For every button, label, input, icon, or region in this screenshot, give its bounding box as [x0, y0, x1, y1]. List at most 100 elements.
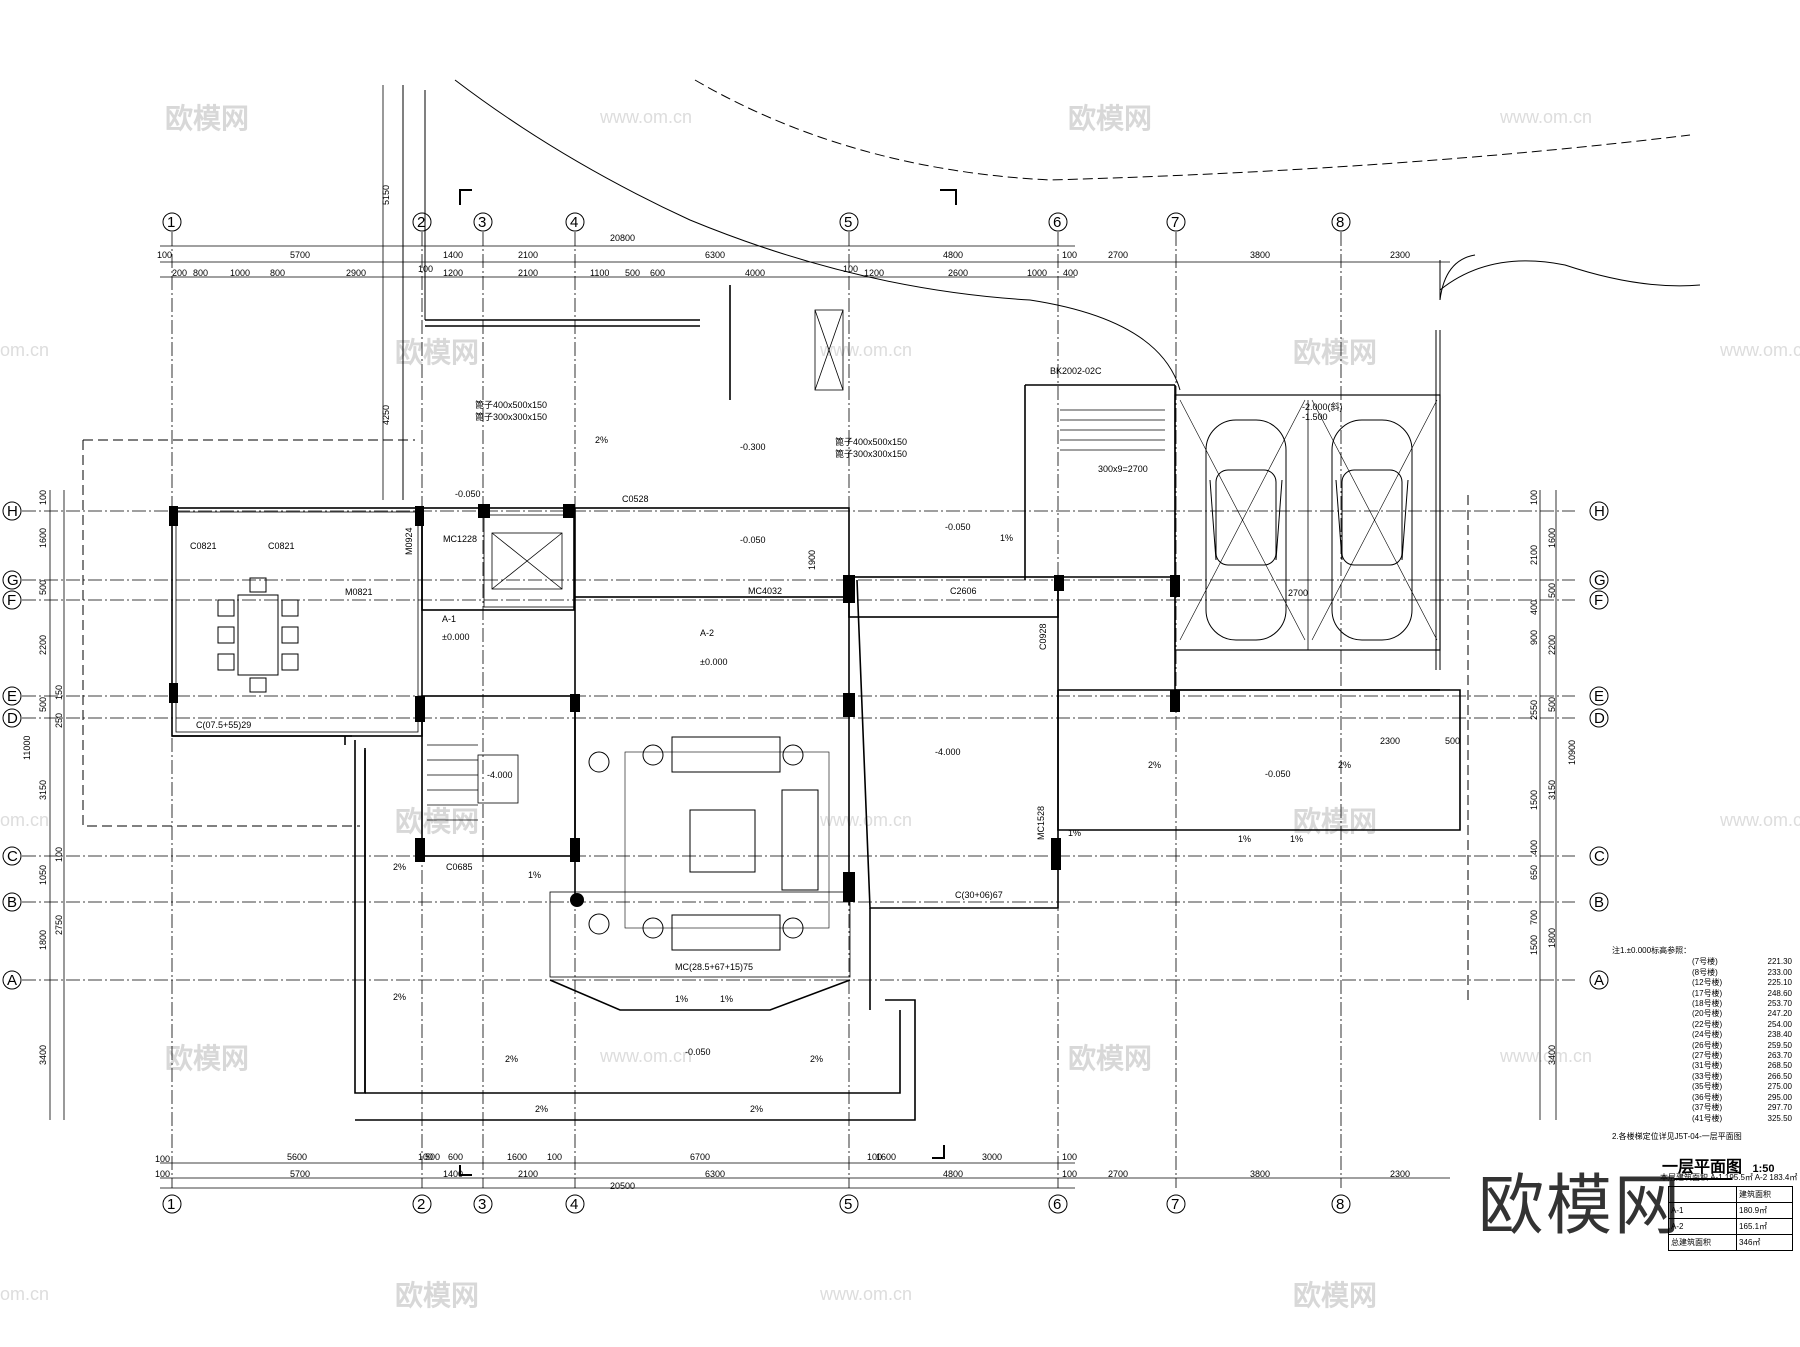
elevation-row: (7号楼)221.30: [1692, 957, 1792, 967]
elevation-row: (36号楼)295.00: [1692, 1093, 1792, 1103]
svg-text:3400: 3400: [1547, 1045, 1557, 1065]
watermark-text: 欧模网: [165, 1042, 249, 1075]
building-number: (18号楼): [1692, 999, 1723, 1009]
svg-text:1100: 1100: [590, 268, 609, 278]
building-number: (33号楼): [1692, 1071, 1723, 1081]
svg-text:D: D: [1594, 710, 1605, 727]
svg-text:7: 7: [1171, 214, 1179, 231]
svg-text:E: E: [1594, 688, 1604, 705]
building-number: (22号楼): [1692, 1019, 1723, 1029]
window-label: C0528: [622, 494, 649, 504]
area-table-header: 本层建筑面积 A-1 195.5㎡ A-2 183.4㎡: [1660, 1173, 1798, 1182]
elevation-note-header: 注1.±0.000标高参照：: [1612, 946, 1692, 955]
svg-text:1400: 1400: [443, 1169, 463, 1179]
dimension-texts-top: 20800 100 5700 1400 2100 6300 4800 100 2…: [157, 233, 1410, 278]
slope-label: 2%: [393, 862, 406, 872]
slope-label: 1%: [528, 870, 541, 880]
slope-label: 1%: [1068, 828, 1081, 838]
elevation-row: (22号楼)254.00: [1692, 1020, 1792, 1030]
dimension-label: 500: [1445, 736, 1460, 746]
svg-text:7: 7: [1171, 1196, 1179, 1213]
svg-text:800: 800: [193, 268, 208, 278]
svg-text:400: 400: [1529, 840, 1539, 855]
svg-text:3150: 3150: [1547, 780, 1557, 800]
door-label: MC1228: [443, 534, 477, 544]
grate-label: 篦子400x500x150: [835, 436, 907, 447]
elevation-row: (35号楼)275.00: [1692, 1082, 1792, 1092]
axis-bubbles-bottom: [162, 1194, 1351, 1214]
elevation-row: (18号楼)253.70: [1692, 999, 1792, 1009]
svg-text:100: 100: [1062, 1152, 1077, 1162]
svg-text:1000: 1000: [230, 268, 250, 278]
watermark-text: 欧模网: [165, 102, 249, 135]
svg-text:20500: 20500: [610, 1181, 635, 1191]
axis-labels-top: 1 2 3 4 5 6 7 8: [167, 214, 1344, 231]
svg-text:4800: 4800: [943, 250, 963, 260]
walls: [171, 285, 1461, 1121]
watermark-url: www.om.cn: [1719, 810, 1800, 830]
svg-text:100: 100: [38, 490, 48, 505]
svg-text:5600: 5600: [287, 1152, 307, 1162]
grate-label: 篦子400x500x150: [475, 399, 547, 410]
svg-text:1200: 1200: [443, 268, 463, 278]
annotations: A-1 ±0.000 A-2 ±0.000 -0.300 -0.050 -0.0…: [190, 366, 1460, 1114]
elevation-row: (17号楼)248.60: [1692, 989, 1792, 999]
svg-text:100: 100: [418, 264, 433, 274]
elevator-stairs: [427, 309, 1165, 821]
svg-text:20800: 20800: [610, 233, 635, 243]
elevation-row: (33号楼) 266.50: [1692, 1072, 1792, 1082]
svg-text:2900: 2900: [346, 268, 366, 278]
structural-columns: [169, 504, 1180, 907]
svg-text:3: 3: [478, 1196, 486, 1213]
axis-labels-bottom: 1 2 3 4 5 6 7 8: [167, 1196, 1344, 1213]
building-elevation: 225.10: [1767, 978, 1792, 988]
level-label: -0.050: [455, 489, 481, 499]
svg-text:900: 900: [1529, 630, 1539, 645]
svg-text:100: 100: [155, 1154, 170, 1164]
svg-text:100: 100: [547, 1152, 562, 1162]
level-a2: ±0.000: [700, 657, 727, 667]
building-elevation: 325.50: [1767, 1113, 1792, 1123]
dimension-label: 2300: [1380, 736, 1400, 746]
slope-label: 2%: [810, 1054, 823, 1064]
svg-text:1200: 1200: [864, 268, 884, 278]
building-elevation: 275.00: [1767, 1082, 1792, 1092]
svg-text:G: G: [7, 572, 19, 589]
axis-bubbles-top: [162, 212, 1351, 232]
axis-bubbles-left: [2, 501, 22, 990]
area-cell: A-1: [1667, 1202, 1738, 1219]
svg-text:4: 4: [570, 1196, 578, 1213]
watermark-url: www.om.cn: [1499, 1046, 1592, 1066]
building-elevation: 295.00: [1767, 1092, 1792, 1102]
svg-text:800: 800: [270, 268, 285, 278]
svg-text:3150: 3150: [38, 780, 48, 800]
watermark-text: 欧模网: [395, 1279, 479, 1312]
elevation-note: 注1.±0.000标高参照： (7号楼)221.30(8号楼)233.00(12…: [1612, 946, 1792, 1142]
watermark-text: 欧模网: [395, 336, 479, 369]
svg-text:500: 500: [1547, 583, 1557, 598]
svg-text:100: 100: [867, 1152, 882, 1162]
svg-text:2600: 2600: [948, 268, 968, 278]
brand-logo: 欧模网: [1478, 1167, 1682, 1244]
building-elevation: 247.20: [1767, 1009, 1792, 1019]
svg-text:1400: 1400: [443, 250, 463, 260]
elevation-rows: (7号楼)221.30(8号楼)233.00(12号楼)225.10(17号楼)…: [1612, 957, 1792, 1124]
building-elevation: 266.50: [1767, 1071, 1792, 1081]
axis-labels-left: H G F E D C B A: [7, 503, 19, 989]
svg-text:100: 100: [418, 1152, 433, 1162]
svg-text:F: F: [1594, 592, 1603, 609]
svg-text:5: 5: [844, 1196, 852, 1213]
svg-text:B: B: [7, 894, 17, 911]
svg-text:1600: 1600: [876, 1152, 896, 1162]
svg-text:500: 500: [38, 697, 48, 712]
slope-label: 2%: [595, 435, 608, 445]
section-markers: [459, 189, 957, 1176]
svg-text:1: 1: [167, 214, 175, 231]
svg-text:200: 200: [172, 268, 187, 278]
dimension-texts-left: 100 1600 500 2200 150 500 250 11000 3150…: [22, 185, 391, 1065]
svg-text:1600: 1600: [1547, 528, 1557, 548]
